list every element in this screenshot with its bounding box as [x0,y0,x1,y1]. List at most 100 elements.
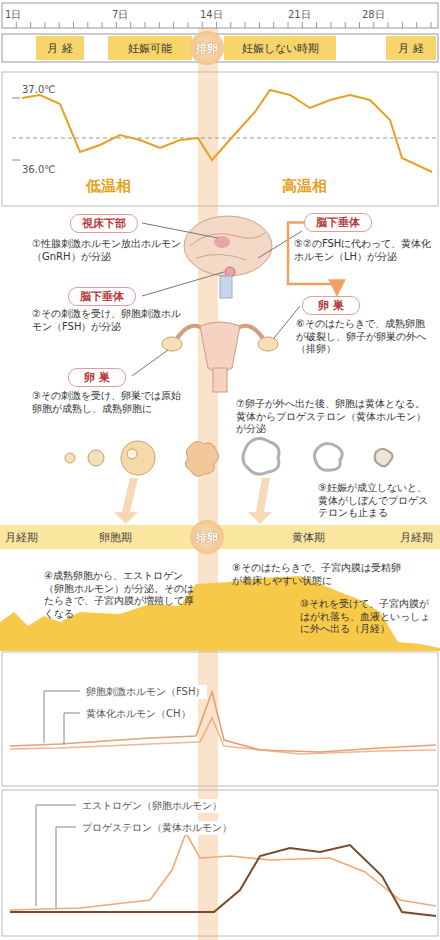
day-number: 1日 [5,9,21,22]
step-note: ②その刺激を受け、卵胞刺激ホルモン（FSH）が分泌 [32,308,182,333]
organ-box: 卵 巣 [302,296,360,315]
uterus [258,337,278,351]
chart-frame [2,790,438,936]
follicle [121,441,155,475]
follicle [88,450,104,466]
period-band: 妊娠しない時期 [224,36,336,60]
hormone-curve [10,692,436,916]
follicle [314,443,342,470]
day-ticks [273,22,274,28]
legend-leader [56,827,76,909]
day-ticks [373,22,374,28]
chart-frame [2,652,438,786]
hormone-curve [10,718,436,754]
flow-arrow [248,478,272,524]
uterus [213,368,227,392]
leader-line [142,223,218,238]
step-note: ⑦卵子が外へ出た後、卵胞は黄体となる。黄体からプロゲステロン（黄体ホルモン）が分… [236,398,432,436]
follicle [185,441,218,476]
follicle [65,453,75,463]
day-ticks [159,22,160,28]
day-ticks [388,22,389,28]
day-ticks [59,22,60,28]
step-note: ⑧そのはたらきで、子宮内膜は受精卵が着床しやすい状態に [232,562,402,587]
axis-value: 36.0℃ [22,164,56,177]
day-ticks [431,22,432,28]
flow-arrow [114,478,272,524]
day-ticks [302,22,303,28]
phase-band: 卵胞期 [42,526,188,548]
node-text: 脳下垂体 [80,289,124,304]
temperature-grid [12,160,20,161]
node-text: 卵胞期 [99,530,132,545]
follicle [243,438,279,474]
day-ticks [345,22,346,28]
hormone-curve [10,845,436,916]
step-note: ③その刺激を受け、卵巣では原始卵胞が成熟し、成熟卵胞に [32,390,182,415]
phase-band: 月経期 [0,526,43,548]
uterus [162,322,278,392]
node-text: 卵 巣 [84,370,110,385]
temperature-grid [12,98,20,99]
brain [184,216,272,276]
follicle [65,438,393,476]
step-note: ⑤②のFSHに代わって、黄体化ホルモン（LH）が分泌 [294,238,436,263]
organ-box: 脳下垂体 [68,287,136,306]
ovulation-circle: 排卵 [190,31,224,65]
step-note: ⑩それを受けて、子宮内膜がはがれ落ち、血液といっしょに外へ出る（月経） [300,598,434,636]
temperature-grid [12,138,436,139]
node-text: 妊娠しない時期 [242,41,319,56]
brain [220,276,232,298]
day-ticks [173,22,174,28]
step-note: ④成熟卵胞から、エストロゲン（卵胞ホルモン）が分泌。そのはたらきで、子宮内膜が増… [44,570,194,620]
day-number: 21日 [288,9,311,22]
flow-arrow [114,478,138,524]
legend-leader [64,713,80,745]
node-text: 黄体期 [292,530,325,545]
day-ticks [130,22,131,28]
legend-entry: エストロゲン（卵胞ホルモン） [80,799,224,813]
day-number: 7日 [112,9,128,22]
step-note: ①性腺刺激ホルモン放出ホルモン（GnRH）が分泌 [32,238,182,263]
axis-value: 37.0℃ [22,84,56,97]
node-text: 排卵 [196,41,218,56]
day-ticks [216,22,217,28]
day-number: 14日 [200,9,223,22]
day-ticks [330,22,331,28]
day-ticks [145,22,146,28]
day-ticks [259,22,260,28]
node-text: 脳下垂体 [316,215,360,230]
ovulation-circle: 排卵 [190,520,224,554]
leader-line [142,272,224,296]
day-ticks [402,22,403,28]
day-ticks [87,22,88,28]
node-text: 月 経 [47,41,73,56]
day-ticks [16,22,431,28]
node-text: 月 経 [398,41,424,56]
period-band: 月 経 [36,36,84,60]
day-ticks [187,22,188,28]
phase-band: 月経期 [392,526,440,548]
chart-frame [2,72,438,206]
legend-text: エストロゲン（卵胞ホルモン） [82,800,222,811]
node-text: 月経期 [5,530,38,545]
period-band: 妊娠可能 [108,36,192,60]
temperature-curve [22,90,432,172]
legend-entry: 黄体化ホルモン（CH） [84,707,193,721]
node-text: 卵 巣 [318,298,344,313]
day-ticks [316,22,317,28]
organ-box: 視床下部 [70,214,138,233]
day-ticks [359,22,360,28]
day-ticks [30,22,31,28]
day-ticks [102,22,103,28]
step-note: ⑥そのはたらきで、成熟卵胞が破裂し、卵子が卵巣の外へ（排卵） [296,318,434,356]
chart-frame [2,72,438,936]
hormone-curve [10,833,436,910]
day-ticks [230,22,231,28]
node-text: 月経期 [400,530,433,545]
legend-leader [36,691,80,909]
temperature-curve [22,90,432,172]
day-ticks [44,22,45,28]
leader-line [132,350,168,376]
legend-text: 卵胞刺激ホルモン（FSH） [86,686,205,697]
